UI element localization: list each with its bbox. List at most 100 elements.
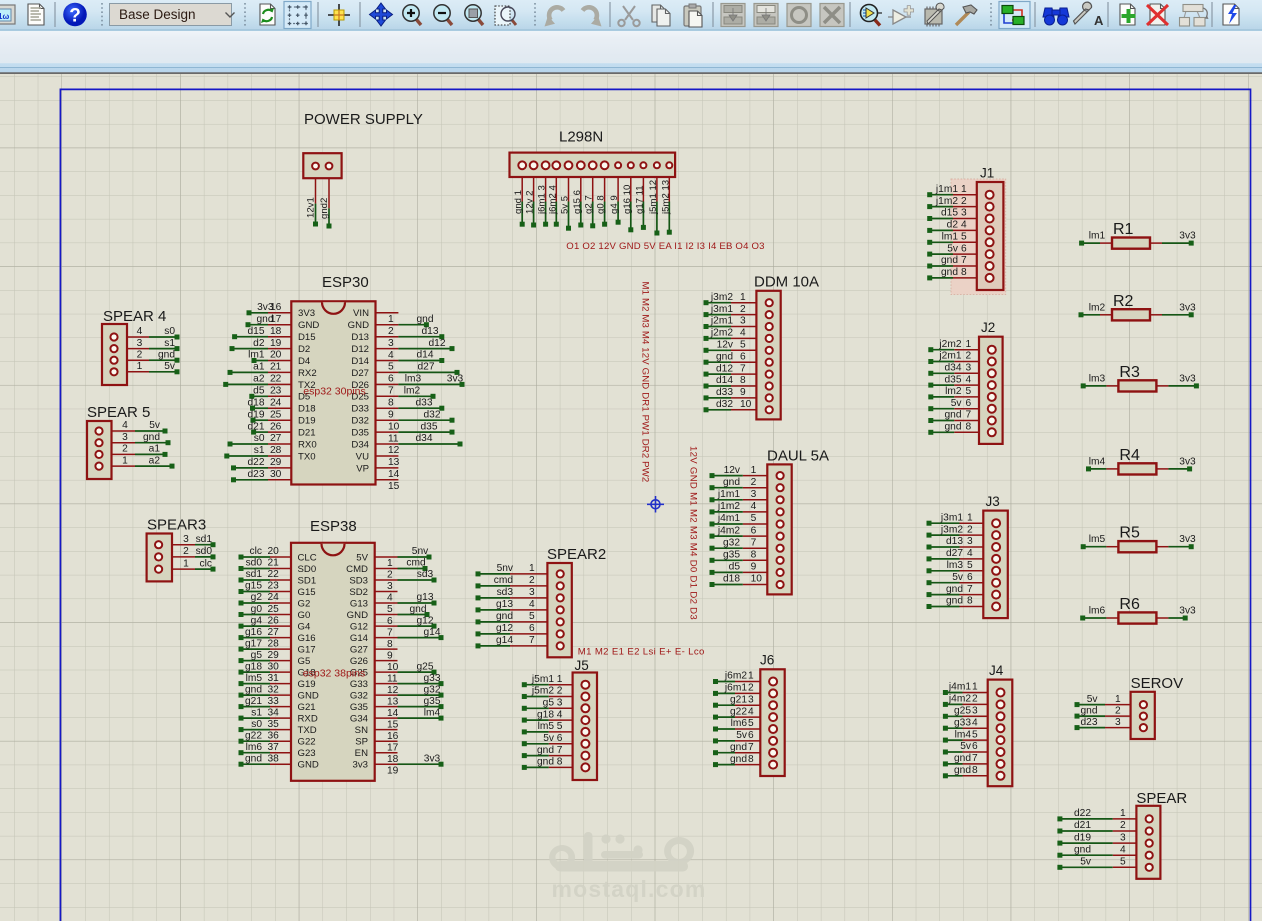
svg-text:12v: 12v xyxy=(717,340,734,351)
svg-text:a2: a2 xyxy=(149,455,161,466)
svg-text:2: 2 xyxy=(137,349,143,360)
svg-text:J1: J1 xyxy=(980,166,994,181)
svg-text:9: 9 xyxy=(751,562,757,573)
svg-text:8: 8 xyxy=(751,550,757,561)
svg-text:M1 M2 M3 M4 12V GND DR1 PW1 DR: M1 M2 M3 M4 12V GND DR1 PW1 DR2 PW2 xyxy=(640,282,651,483)
svg-text:5v: 5v xyxy=(947,243,959,254)
svg-text:26: 26 xyxy=(268,615,280,626)
svg-text:d18: d18 xyxy=(248,397,265,408)
svg-text:D13: D13 xyxy=(351,332,369,343)
svg-text:RX2: RX2 xyxy=(298,368,317,379)
svg-text:31: 31 xyxy=(268,673,280,684)
svg-text:5nv: 5nv xyxy=(497,563,514,574)
svg-text:J4: J4 xyxy=(989,663,1004,678)
svg-text:g25: g25 xyxy=(417,661,434,672)
svg-text:a1: a1 xyxy=(253,362,265,373)
svg-text:G26: G26 xyxy=(350,656,368,667)
svg-text:G13: G13 xyxy=(350,598,368,609)
svg-text:2: 2 xyxy=(387,570,393,581)
svg-text:J2: J2 xyxy=(981,320,995,335)
svg-text:D21: D21 xyxy=(298,428,316,439)
svg-text:cmd: cmd xyxy=(406,558,426,569)
svg-text:6: 6 xyxy=(740,351,746,362)
svg-text:gnd: gnd xyxy=(954,765,971,776)
svg-text:3v3: 3v3 xyxy=(353,760,368,771)
svg-text:5: 5 xyxy=(972,729,978,740)
svg-text:5: 5 xyxy=(388,362,394,373)
svg-text:5v: 5v xyxy=(951,398,963,409)
svg-text:8: 8 xyxy=(748,754,754,765)
svg-text:lm4: lm4 xyxy=(955,729,972,740)
svg-text:j2m1: j2m1 xyxy=(938,351,961,362)
svg-text:3: 3 xyxy=(1120,832,1126,843)
svg-text:27: 27 xyxy=(270,433,282,444)
svg-text:TX2: TX2 xyxy=(298,380,316,391)
svg-text:1: 1 xyxy=(966,339,972,350)
svg-text:5: 5 xyxy=(387,604,393,615)
svg-text:G15: G15 xyxy=(298,587,316,598)
svg-text:5: 5 xyxy=(748,718,754,729)
svg-text:7: 7 xyxy=(557,745,563,756)
svg-text:30: 30 xyxy=(268,661,280,672)
svg-text:D2: D2 xyxy=(298,344,310,355)
svg-text:d14: d14 xyxy=(716,375,733,386)
svg-text:3v3: 3v3 xyxy=(424,753,441,764)
svg-text:gnd: gnd xyxy=(257,314,274,325)
svg-text:d12: d12 xyxy=(716,363,733,374)
svg-text:d13: d13 xyxy=(422,326,439,337)
svg-text:7: 7 xyxy=(961,255,967,266)
svg-text:RX0: RX0 xyxy=(298,439,317,450)
svg-text:g15: g15 xyxy=(245,581,262,592)
svg-text:G25: G25 xyxy=(350,668,368,679)
svg-text:24: 24 xyxy=(268,592,280,603)
svg-text:1: 1 xyxy=(740,292,746,303)
svg-text:g22: g22 xyxy=(730,706,747,717)
svg-text:12: 12 xyxy=(387,685,399,696)
svg-text:5v: 5v xyxy=(1087,694,1099,705)
svg-text:28: 28 xyxy=(270,445,282,456)
svg-text:g22: g22 xyxy=(245,730,262,741)
svg-text:SD2: SD2 xyxy=(349,587,368,598)
svg-text:g18: g18 xyxy=(537,709,554,720)
svg-text:GND: GND xyxy=(298,760,319,771)
svg-text:g21: g21 xyxy=(245,696,262,707)
svg-text:14: 14 xyxy=(388,469,400,480)
svg-text:g2: g2 xyxy=(251,592,263,603)
svg-text:L298N: L298N xyxy=(559,129,603,146)
svg-text:SD1: SD1 xyxy=(298,575,317,586)
svg-text:5: 5 xyxy=(967,560,973,571)
svg-text:7: 7 xyxy=(529,635,535,646)
svg-text:11: 11 xyxy=(387,673,398,684)
svg-text:3: 3 xyxy=(183,534,189,545)
svg-text:8: 8 xyxy=(972,765,978,776)
svg-text:g13: g13 xyxy=(496,599,513,610)
svg-text:G32: G32 xyxy=(350,691,368,702)
svg-text:D19: D19 xyxy=(298,416,316,427)
svg-text:R1: R1 xyxy=(1113,221,1134,238)
svg-text:10: 10 xyxy=(388,421,400,432)
svg-text:5: 5 xyxy=(529,611,535,622)
svg-text:d19: d19 xyxy=(1074,832,1091,843)
svg-text:j3m1: j3m1 xyxy=(710,304,733,315)
svg-text:g17: g17 xyxy=(245,638,262,649)
svg-text:lm1: lm1 xyxy=(1089,231,1106,242)
svg-text:SD0: SD0 xyxy=(298,564,317,575)
svg-text:25: 25 xyxy=(268,604,280,615)
svg-text:5nv: 5nv xyxy=(412,546,429,557)
svg-text:CMD: CMD xyxy=(346,564,368,575)
svg-text:16: 16 xyxy=(387,731,399,742)
svg-text:7: 7 xyxy=(972,753,978,764)
svg-text:3: 3 xyxy=(388,338,394,349)
svg-text:DDM 10A: DDM 10A xyxy=(754,274,819,291)
svg-text:3: 3 xyxy=(740,316,746,327)
svg-text:j4m1: j4m1 xyxy=(717,513,740,524)
svg-text:3: 3 xyxy=(137,338,143,349)
svg-text:3: 3 xyxy=(751,489,757,500)
svg-text:10: 10 xyxy=(751,574,763,585)
svg-text:j2m2: j2m2 xyxy=(710,328,733,339)
svg-text:29: 29 xyxy=(268,650,280,661)
svg-text:d33: d33 xyxy=(416,397,433,408)
svg-text:4: 4 xyxy=(972,717,978,728)
svg-text:d19: d19 xyxy=(248,409,265,420)
svg-text:g4 9: g4 9 xyxy=(609,195,620,214)
